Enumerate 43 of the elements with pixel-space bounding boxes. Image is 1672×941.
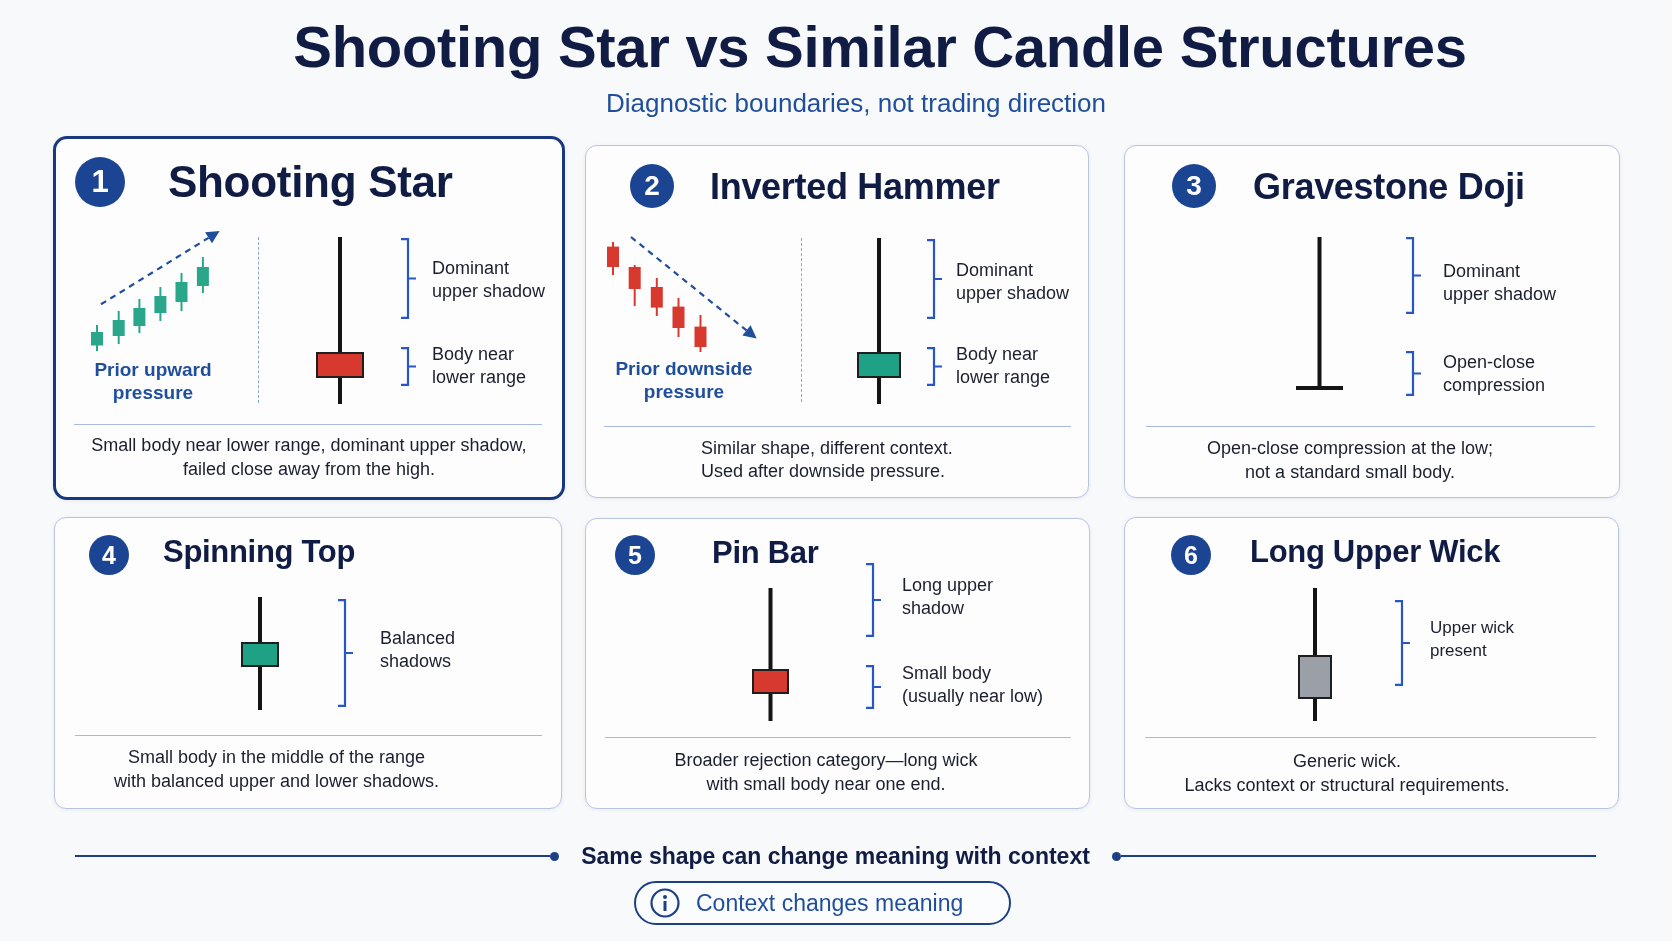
- annotation-text: Open-close compression: [1443, 351, 1547, 397]
- annotation-text: Body near lower range: [432, 343, 528, 389]
- annotation-text: Dominant upper shadow: [432, 257, 547, 303]
- card-title: Shooting Star: [168, 156, 453, 208]
- card-title: Spinning Top: [163, 533, 356, 571]
- annotation-text: Dominant upper shadow: [1443, 260, 1558, 306]
- annotation-text: Small body (usually near low): [902, 662, 1045, 708]
- card-title: Gravestone Doji: [1253, 165, 1525, 209]
- number-badge: 4: [89, 535, 129, 575]
- pattern-card: [585, 145, 1089, 498]
- page-title: Shooting Star vs Similar Candle Structures: [293, 14, 1467, 80]
- number-badge: 2: [630, 164, 674, 208]
- trend-label: Prior upward pressure: [93, 358, 213, 404]
- description-text: Open-close compression at the low; not a standard small body.: [1205, 437, 1495, 484]
- pattern-card: [1124, 145, 1620, 498]
- annotation-text: Upper wick present: [1430, 617, 1516, 662]
- annotation-text: Dominant upper shadow: [956, 259, 1071, 305]
- number-badge: 5: [615, 535, 655, 575]
- description-text: Small body in the middle of the range with balanced upper and lower shadows.: [112, 746, 441, 793]
- subtitle: Diagnostic boundaries, not trading direction: [605, 87, 1107, 119]
- annotation-text: Body near lower range: [956, 343, 1052, 389]
- annotation-text: Long upper shadow: [902, 574, 995, 620]
- section-caption: Same shape can change meaning with context: [581, 842, 1090, 870]
- annotation-text: Balanced shadows: [380, 627, 457, 673]
- pill-text: Context changes meaning: [696, 889, 964, 917]
- card-title: Pin Bar: [712, 534, 819, 572]
- description-text: Lacks context or structural requirements.: [1183, 774, 1511, 797]
- pattern-card: [53, 136, 565, 500]
- number-badge: 1: [75, 157, 125, 207]
- description-text: Small body near lower range, dominant upper shadow, failed close away from the high.: [90, 434, 528, 481]
- pattern-card: [585, 518, 1090, 809]
- description-text: Used after downside pressure.: [701, 460, 947, 483]
- description-text: Broader rejection category—long wick with small body near one end.: [673, 749, 979, 796]
- info-pill: [634, 881, 1011, 925]
- description-text: Similar shape, different context.: [701, 437, 954, 460]
- number-badge: 3: [1172, 164, 1216, 208]
- pattern-card: [1124, 517, 1619, 809]
- trend-label: Prior downside pressure: [614, 357, 754, 403]
- pattern-card: [54, 517, 562, 809]
- card-title: Long Upper Wick: [1250, 533, 1501, 571]
- description-text: Generic wick.: [1292, 750, 1402, 773]
- number-badge: 6: [1171, 535, 1211, 575]
- card-title: Inverted Hammer: [710, 165, 1000, 209]
